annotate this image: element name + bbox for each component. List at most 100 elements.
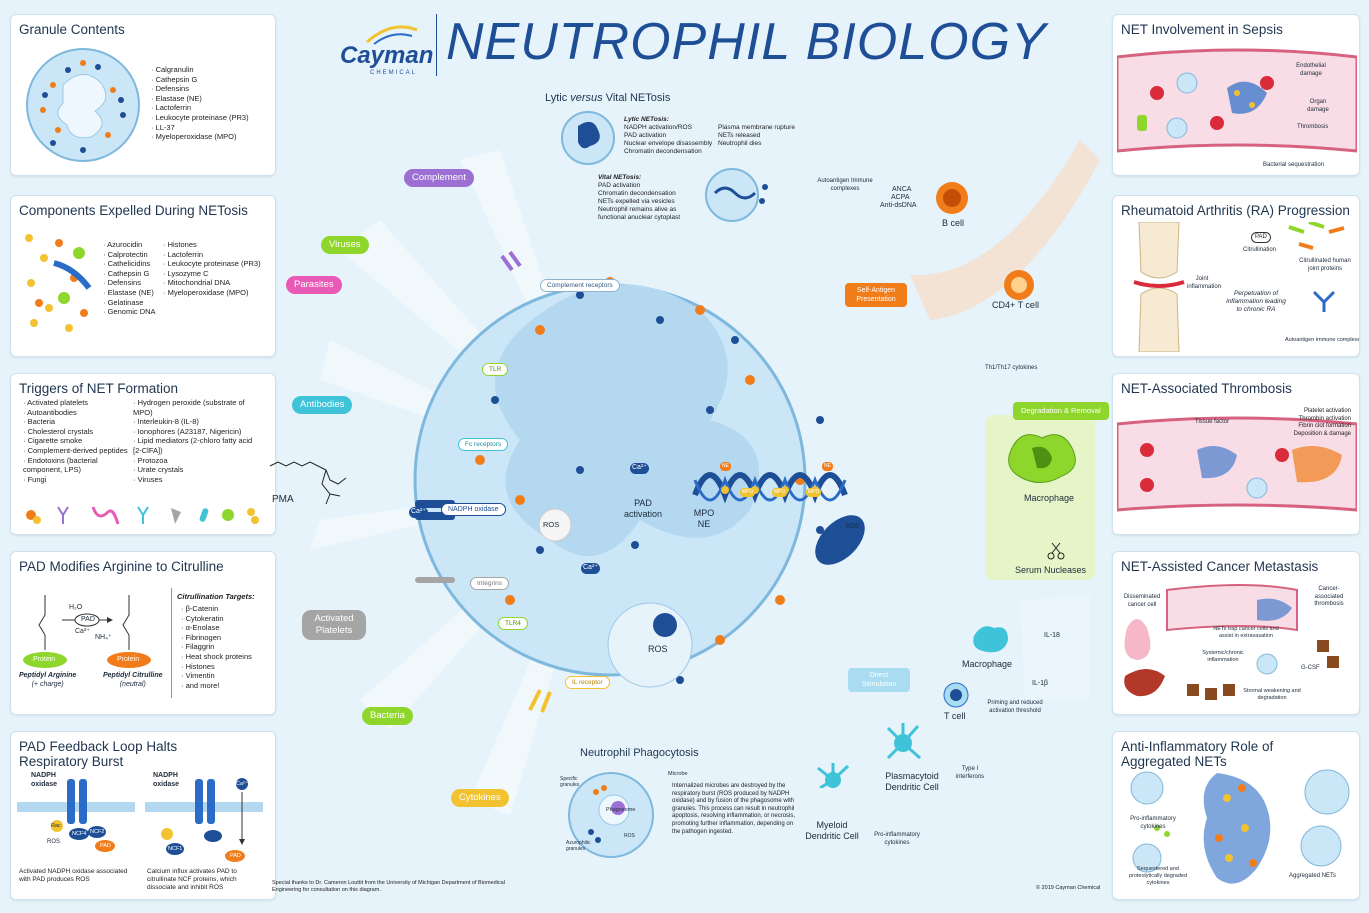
list-item: Ionophores (A23187, Nigericin) (133, 427, 263, 437)
ca-label-1: Ca²⁺ (409, 507, 428, 518)
triggers-icons (26, 506, 259, 525)
thrombosis-label: Thrombosis (1297, 124, 1329, 130)
ncf1-label: NCF1 (168, 846, 183, 852)
list-item: Urate crystals (133, 465, 263, 475)
list-item: Thrombin activation (1298, 415, 1351, 422)
tissue-factor-label: Tissue factor (1195, 419, 1230, 425)
peptidyl-arginine-charge: (+ charge) (31, 680, 64, 688)
disseminated-label: Disseminated cancer cell (1119, 594, 1165, 609)
list-item: Deposition & damage (1293, 430, 1351, 437)
gcsf-label: G-CSF (1301, 665, 1320, 671)
ca-label: Ca²⁺ (236, 781, 248, 787)
viruses-pill: Viruses (321, 236, 369, 254)
bacteria-pill: Bacteria (362, 707, 413, 725)
serum-nucleases-label: Serum Nucleases (1015, 565, 1087, 575)
cancer-illustration (1124, 584, 1339, 700)
anti-dsdna-label: Anti-dsDNA (880, 202, 917, 209)
list-item: Gelatinase (103, 298, 156, 308)
peptidyl-citrulline-charge: (neutral) (119, 680, 146, 688)
platelets-text: Activated Platelets (314, 613, 354, 636)
direct-stimulation-pill: Direct Stimulation (848, 668, 910, 692)
list-item: Hydrogen peroxide (substrate of MPO) (133, 398, 263, 417)
ra-proteins-icons (1288, 222, 1345, 312)
list-item: Interleukin-8 (IL-8) (133, 417, 263, 427)
ros-label-2: ROS (648, 644, 668, 654)
list-item: LL-37 (151, 123, 249, 133)
pad-title: PAD Modifies Arginine to Citrulline (19, 559, 224, 574)
list-item: NADPH activation/ROS (624, 124, 692, 131)
macrophage2-label: Macrophage (962, 659, 1013, 669)
pad-label-1: PAD (100, 843, 111, 849)
peptidyl-arginine-name: Peptidyl Arginine (19, 672, 77, 679)
pad-h2o: H₂O (69, 604, 83, 611)
antibodies-pill: Antibodies (292, 396, 353, 414)
pro-cytokines-label: Pro-inflammatory cytokines (1123, 816, 1183, 831)
specific-granules-text: Specific granules (560, 776, 580, 788)
list-item: α-Enolase (181, 623, 252, 633)
ros-label-3: ROS (846, 524, 860, 530)
trap-label: NETs trap cancer cells and assist in ext… (1209, 626, 1283, 640)
panel-cancer: NET-Assisted Cancer Metastasis Dissemina… (1112, 551, 1360, 715)
phago-ros-label: ROS (624, 833, 635, 839)
il-receptor-label: IL receptor (565, 676, 610, 689)
list-item: Chromatin decondensation (598, 190, 676, 197)
pdc-text: Plasmacytoid Dendritic Cell (885, 771, 939, 792)
list-item: and more! (181, 681, 252, 691)
list-item: Histones (163, 240, 273, 250)
panel-granule-contents: Granule Contents Calgranulin Cathepsin G… (10, 14, 276, 176)
granule-title: Granule Contents (19, 22, 125, 37)
antiinf-title: Anti-Inflammatory Role of Aggregated NET… (1121, 739, 1274, 769)
panel-antiinflammatory: Anti-Inflammatory Role of Aggregated NET… (1112, 731, 1360, 900)
stromal-text: Stromal weakening and degradation (1243, 688, 1301, 701)
list-item: Activated platelets (23, 398, 128, 408)
list-item: NETs released (718, 132, 761, 139)
list-item: Fibrinogen (181, 633, 252, 643)
complement-receptors-label: Complement receptors (540, 279, 620, 292)
list-item: Vimentin (181, 671, 252, 681)
ne-tag-2: NE (822, 462, 833, 471)
panel-triggers: Triggers of NET Formation Activated plat… (10, 373, 276, 535)
ncf4-label: NCF4 (72, 831, 87, 837)
dendritic-cells-icon (817, 723, 921, 788)
list-item: Complement-derived peptides (23, 446, 128, 456)
ros-label-1: ROS (543, 520, 560, 529)
microbe-label: Microbe (668, 771, 688, 777)
azurophilic-text: Azurophilic granules (566, 840, 591, 852)
rac-label: Rac (51, 823, 61, 829)
ncf2-label: NCF2 (90, 829, 105, 835)
integrins-label: Integrins (470, 577, 509, 590)
mpo-tag-1: MPO (740, 488, 756, 497)
ne-tag-1: NE (720, 462, 731, 471)
list-item: Calgranulin (151, 65, 249, 75)
phago-description: Internalized microbes are destroyed by t… (672, 783, 796, 835)
phagosome-label: Phagosome (606, 807, 636, 813)
autoantigen-text: Autoantigen Immune complexes (817, 178, 873, 192)
endo-label: Endothelial damage (1293, 63, 1329, 78)
list-item: Lysozyme C (163, 269, 273, 279)
list-item: Cathepsin G (151, 75, 249, 85)
peptidyl-arginine-label: Peptidyl Arginine (+ charge) (19, 672, 76, 689)
sequestered-text: Sequestered and proteolytically degraded… (1128, 866, 1188, 886)
t-cell-label: T cell (944, 711, 966, 721)
brand-logo[interactable]: Cayman CHEMICAL (340, 20, 434, 76)
list-item: PAD activation (598, 182, 641, 189)
platelets-pill: Activated Platelets (302, 610, 366, 640)
self-antigen-pill: Self-Antigen Presentation (845, 283, 907, 307)
brand-name: Cayman (340, 42, 434, 69)
anca-label: ANCA (892, 186, 912, 193)
mpo-tag-3: MPO (806, 488, 822, 497)
citrullinated-label: Citrullinated human joint proteins (1297, 258, 1353, 273)
pro-cytokines-text: Pro-inflammatory cytokines (1130, 816, 1176, 830)
nadph-label: NADPH oxidase (441, 503, 506, 516)
b-cell-label: B cell (942, 218, 965, 228)
cancer-title: NET-Assisted Cancer Metastasis (1121, 559, 1319, 574)
footer-thanks: Special thanks to Dr. Cameron Louttit fr… (272, 880, 505, 893)
components-title: Components Expelled During NETosis (19, 203, 248, 218)
list-item: β-Catenin (181, 604, 252, 614)
pad-enzyme-label: PAD (81, 616, 95, 623)
list-item: Heat shock proteins (181, 652, 252, 662)
phago-cell-icon (568, 772, 654, 858)
thrombosis-vessel-illustration (1117, 416, 1357, 512)
joint-inflammation-text: Joint inflammation (1187, 276, 1222, 290)
list-item: Cathelicidins (103, 259, 156, 269)
